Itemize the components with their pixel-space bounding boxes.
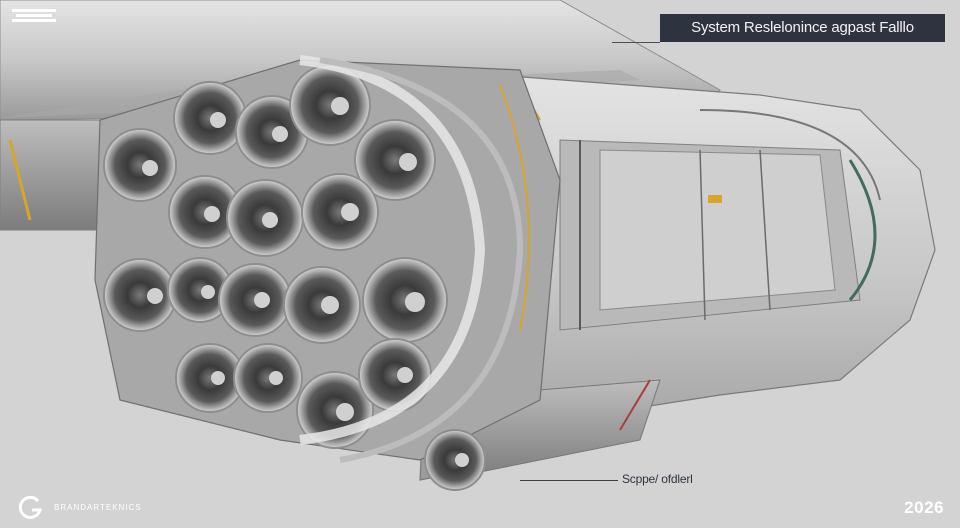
engine-nozzle [103,128,177,202]
engine-nozzle [173,81,247,155]
callout-leader-line [520,480,618,481]
engine-nozzle [218,263,292,337]
brand-logo-icon [18,495,42,519]
engine-nozzle [103,258,177,332]
year-label: 2026 [904,498,944,517]
engine-nozzle [424,429,486,491]
engine-nozzle [354,119,436,201]
engine-nozzle [283,266,361,344]
engine-nozzle [362,257,448,343]
engine-nozzle [301,173,379,251]
brand-text: BRANDARTEKNICS [54,503,142,512]
cowling-bands [299,55,530,463]
title-leader-line [612,42,660,43]
callout-label: Scppe/ ofdlerl [622,472,693,486]
engine-nozzle [233,343,303,413]
engine-nozzle [175,343,245,413]
engine-nozzle [226,179,304,257]
engine-cluster [103,64,486,491]
engine-nozzle [358,338,432,412]
top-emblem-icon [12,9,56,22]
page-title: System Reslelonince agpast Falllo [660,14,945,42]
engine-nozzle [289,64,371,146]
engine-nozzle [168,175,242,249]
